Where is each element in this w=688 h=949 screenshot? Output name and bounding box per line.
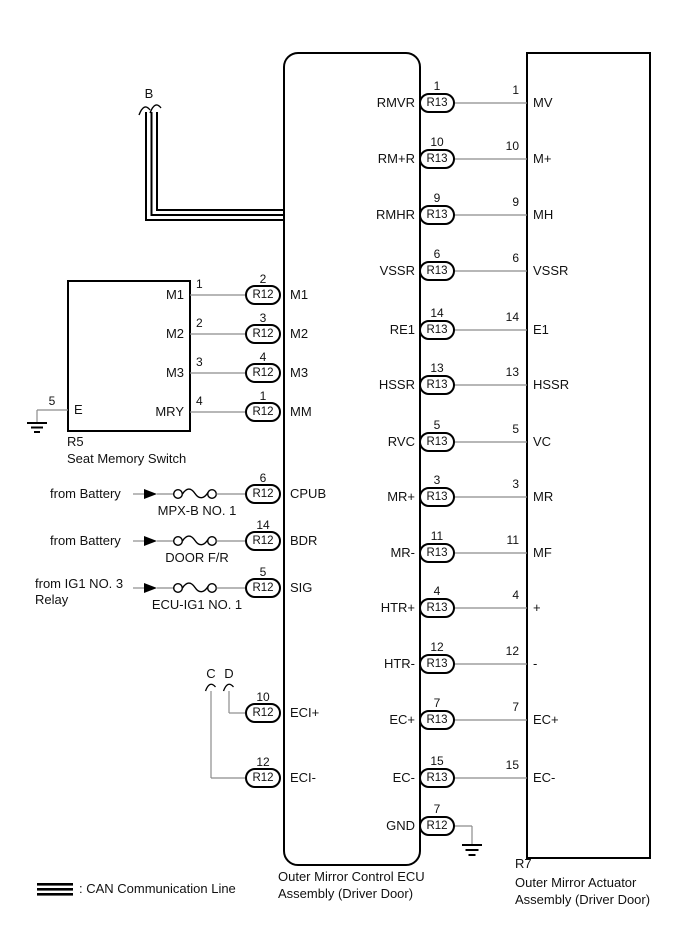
can-line-legend-icon <box>37 883 73 886</box>
wire-break-icon <box>149 104 162 114</box>
seat-memory-switch-box <box>67 280 191 432</box>
can-line <box>156 112 284 211</box>
actuator-box <box>526 52 651 859</box>
can-line <box>150 112 284 216</box>
fuse-icon <box>181 582 209 593</box>
fuse-terminal-icon <box>172 583 183 594</box>
ecu-box <box>283 52 421 866</box>
fuse-icon <box>181 535 209 546</box>
arrow-icon <box>144 489 157 499</box>
wire-break-icon <box>222 683 234 692</box>
fuse-terminal-icon <box>172 536 183 547</box>
fuse-terminal-icon <box>172 489 183 500</box>
can-line <box>145 112 284 221</box>
wire-break-icon <box>204 683 216 692</box>
arrow-icon <box>144 536 157 546</box>
fuse-terminal-icon <box>206 536 217 547</box>
can-line-legend-icon <box>37 888 73 891</box>
can-line-legend-icon <box>37 893 73 896</box>
arrow-icon <box>144 583 157 593</box>
fuse-terminal-icon <box>206 583 217 594</box>
wire-break-icon <box>138 106 151 116</box>
fuse-icon <box>181 488 209 499</box>
fuse-terminal-icon <box>206 489 217 500</box>
